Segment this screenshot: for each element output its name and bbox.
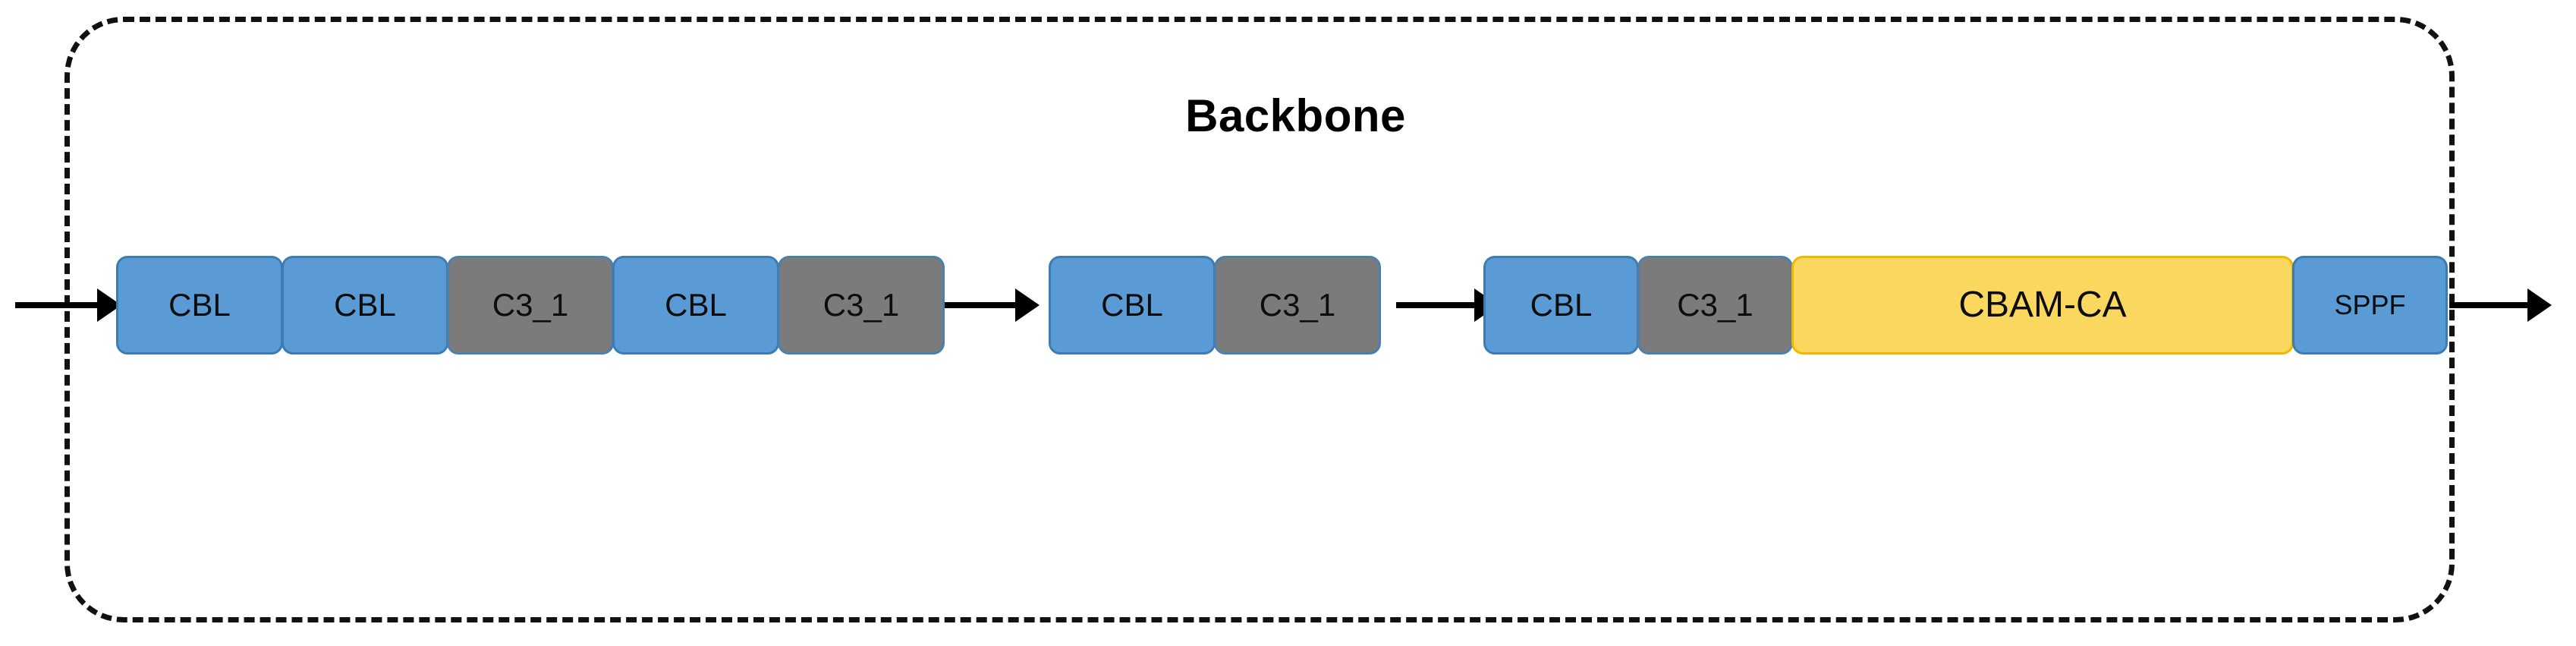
block-sppf[interactable]: SPPF	[2292, 256, 2448, 355]
block-c3-1[interactable]: C3_1	[778, 256, 945, 355]
block-c3-1[interactable]: C3_1	[1637, 256, 1793, 355]
block-row: CBL CBL C3_1 CBL C3_1 CBL C3_1 CBL C3_1 …	[0, 256, 2576, 355]
block-label: CBL	[334, 287, 396, 323]
block-cbl[interactable]: CBL	[1049, 256, 1216, 355]
block-label: C3_1	[822, 287, 900, 323]
page-title: Backbone	[0, 90, 2576, 142]
block-label: CBAM-CA	[1958, 285, 2127, 325]
block-label: C3_1	[1259, 287, 1336, 323]
backbone-container	[64, 17, 2455, 622]
block-cbl[interactable]: CBL	[282, 256, 448, 355]
block-c3-1[interactable]: C3_1	[447, 256, 614, 355]
block-label: C3_1	[1677, 287, 1754, 323]
output-arrow	[2449, 288, 2552, 322]
block-label: CBL	[168, 287, 231, 323]
block-cbl[interactable]: CBL	[116, 256, 283, 355]
block-label: SPPF	[2334, 289, 2406, 320]
block-cbl[interactable]: CBL	[612, 256, 779, 355]
block-c3-1[interactable]: C3_1	[1214, 256, 1381, 355]
block-label: CBL	[1530, 287, 1593, 323]
block-cbl[interactable]: CBL	[1483, 256, 1639, 355]
backbone-title-text: Backbone	[1185, 90, 1406, 141]
block-label: C3_1	[492, 287, 569, 323]
stage1-to-stage2-arrow	[937, 288, 1040, 322]
block-label: CBL	[665, 287, 727, 323]
block-label: CBL	[1101, 287, 1163, 323]
block-cbam-ca[interactable]: CBAM-CA	[1791, 256, 2294, 355]
